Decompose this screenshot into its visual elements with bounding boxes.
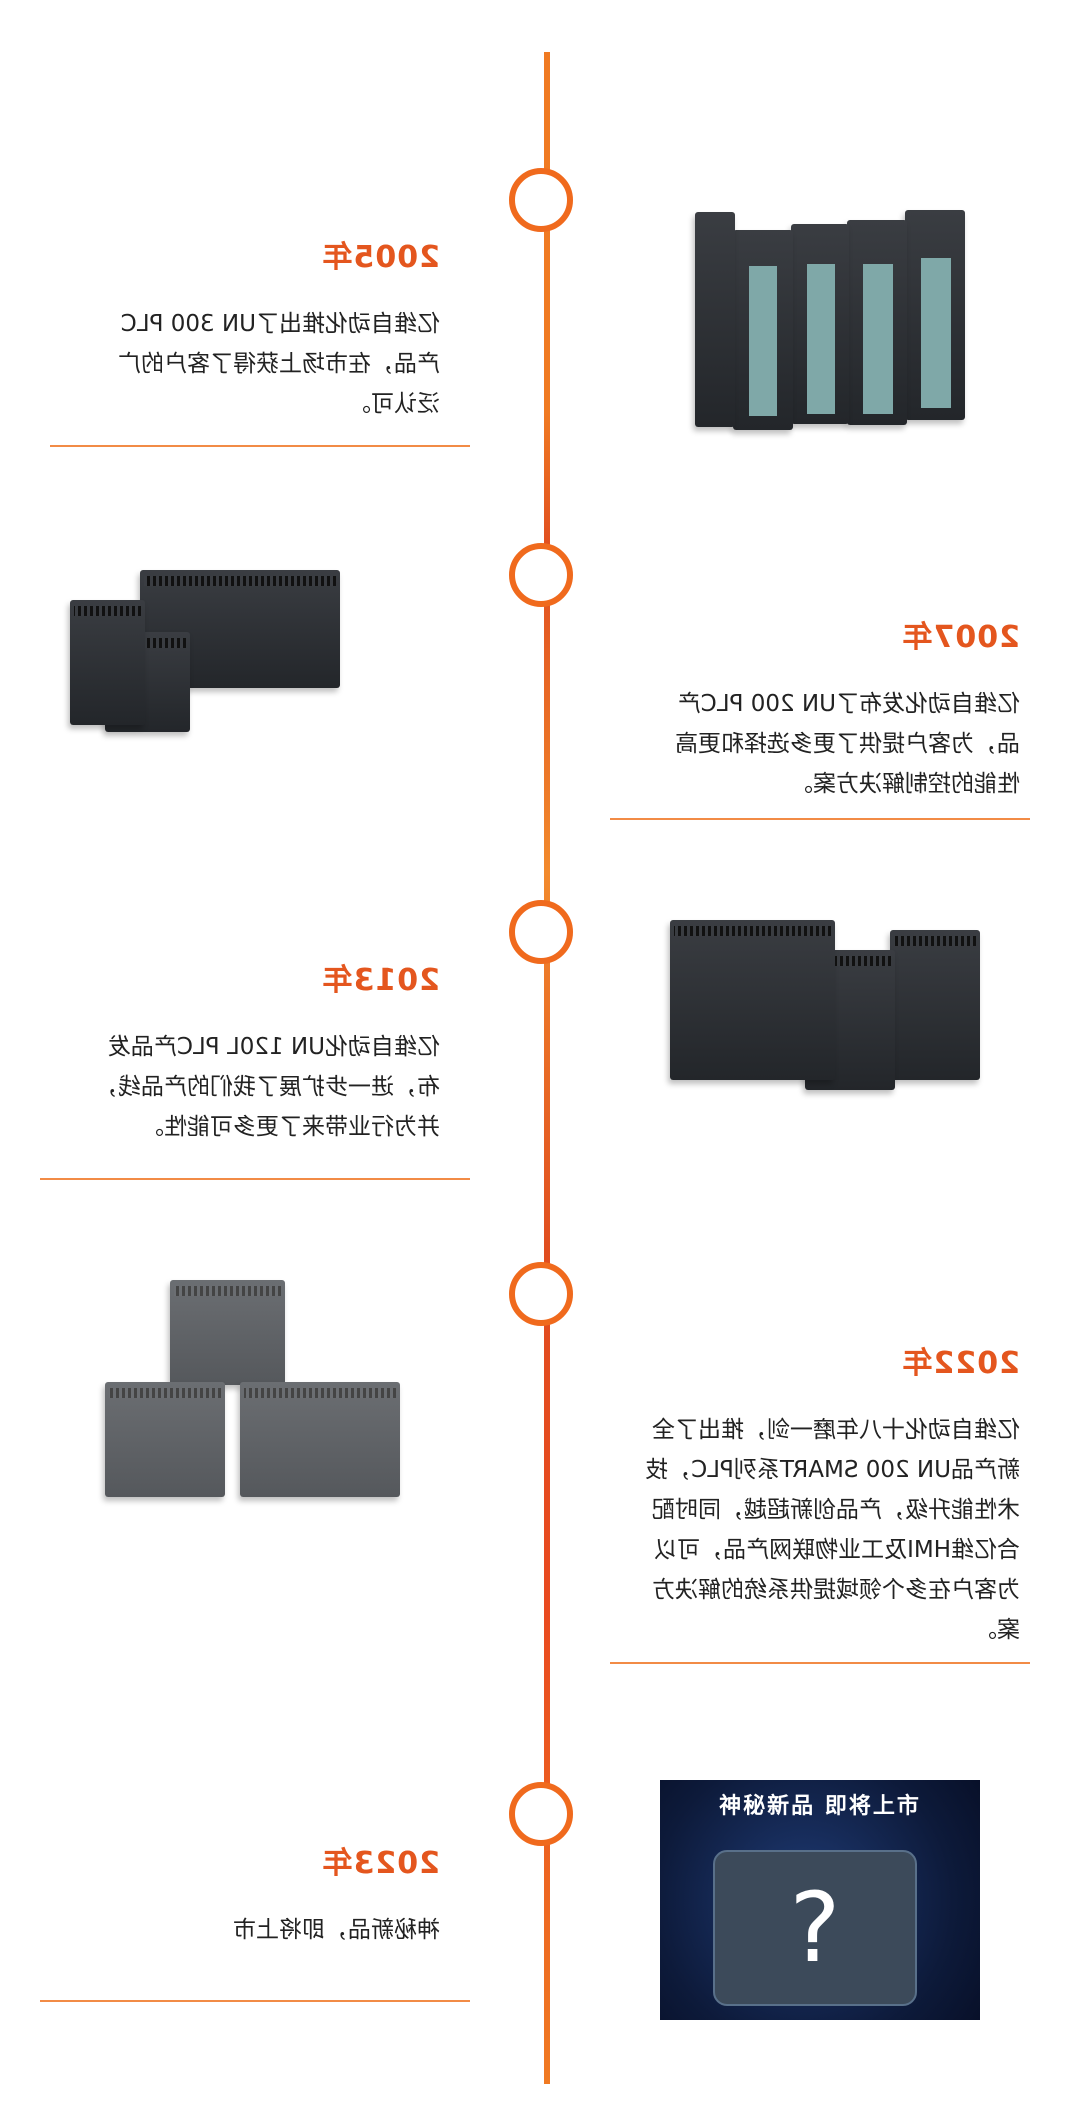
plc-module-photo [670, 900, 980, 1100]
timeline-node [509, 900, 573, 964]
mystery-box: ? [713, 1850, 917, 2006]
entry-description: 亿维自动化发布了UN 200 PLC产品，为客户提供了更多选择和更高性能的控制解… [675, 691, 1020, 797]
question-mark-icon: ? [789, 1872, 841, 1984]
timeline-node [509, 1782, 573, 1846]
entry-description: 神秘新品，即将上市 [233, 1917, 440, 1943]
timeline-entry: 2005年 亿维自动化推出了UN 300 PLC产品，在市场上获得了客户的广泛认… [40, 232, 440, 424]
entry-description: 亿维自动化推出了UN 300 PLC产品，在市场上获得了客户的广泛认可。 [118, 311, 440, 417]
entry-year: 2023年 [321, 1846, 441, 1881]
timeline-entry: 2007年 亿维自动化发布了UN 200 PLC产品，为客户提供了更多选择和更高… [620, 612, 1020, 804]
plc-module-photo [685, 200, 965, 430]
entry-year: 2013年 [321, 963, 441, 998]
plc-module-photo [105, 1280, 400, 1510]
entry-year: 2005年 [321, 240, 441, 275]
mystery-title: 神秘新品 即将上市 [719, 1794, 921, 1819]
mystery-product-image: 神秘新品 即将上市 ? [660, 1780, 980, 2020]
timeline-entry: 2023年 神秘新品，即将上市 [40, 1838, 440, 1950]
entry-description: 亿维自动化UN 120L PLC产品发布，进一步扩展了我们的产品线，并为行业带来… [95, 1034, 440, 1140]
timeline-entry: 2022年 亿维自动化十八年磨一剑，推出了全新产品UN 200 SMART系列P… [620, 1338, 1020, 1650]
entry-year: 2007年 [901, 620, 1021, 655]
entry-description: 亿维自动化十八年磨一剑，推出了全新产品UN 200 SMART系列PLC，技术性… [645, 1417, 1020, 1643]
timeline-node [509, 543, 573, 607]
timeline-line [544, 52, 550, 2084]
timeline-node [509, 168, 573, 232]
timeline-node [509, 1262, 573, 1326]
timeline-entry: 2013年 亿维自动化UN 120L PLC产品发布，进一步扩展了我们的产品线，… [40, 955, 440, 1147]
plc-module-photo [70, 560, 340, 740]
entry-year: 2022年 [901, 1346, 1021, 1381]
